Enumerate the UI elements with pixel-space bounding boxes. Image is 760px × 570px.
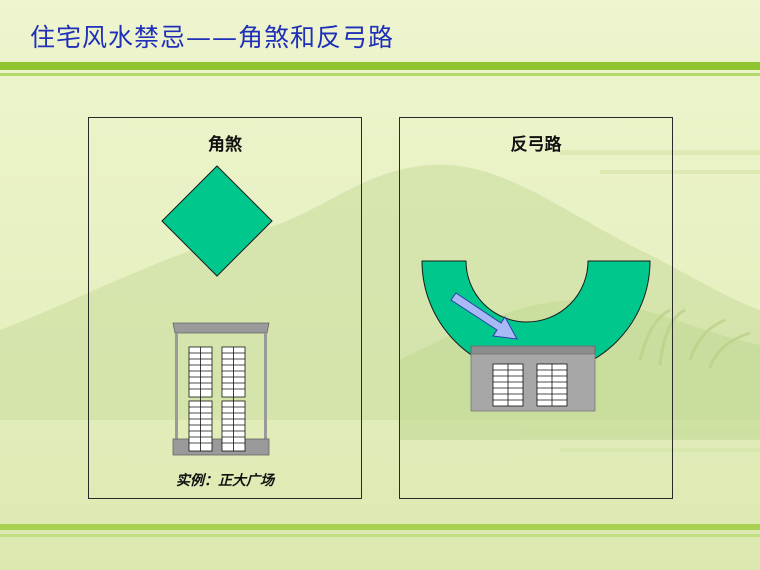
title-divider-thin [0,73,760,76]
panel-title-reverse-bow-road: 反弓路 [510,135,562,155]
sharp-corner-illustration [161,165,273,456]
slide-title: 住宅风水禁忌——角煞和反弓路 [30,23,395,52]
panel-sharp-corner: 角煞 [88,117,362,499]
panel-title-sharp-corner: 角煞 [208,135,242,155]
example-caption: 实例：正大广场 [176,473,274,489]
diamond-shape [161,165,273,277]
reverse-bow-road-illustration [421,260,651,412]
arrow-icon [450,292,518,340]
panel-reverse-bow-road: 反弓路 [399,117,673,499]
building-icon [470,345,596,412]
building-icon [172,322,270,456]
bg-grass [638,308,751,369]
title-divider [0,62,760,70]
footer-divider [0,524,760,530]
footer-divider-thin [0,534,760,537]
